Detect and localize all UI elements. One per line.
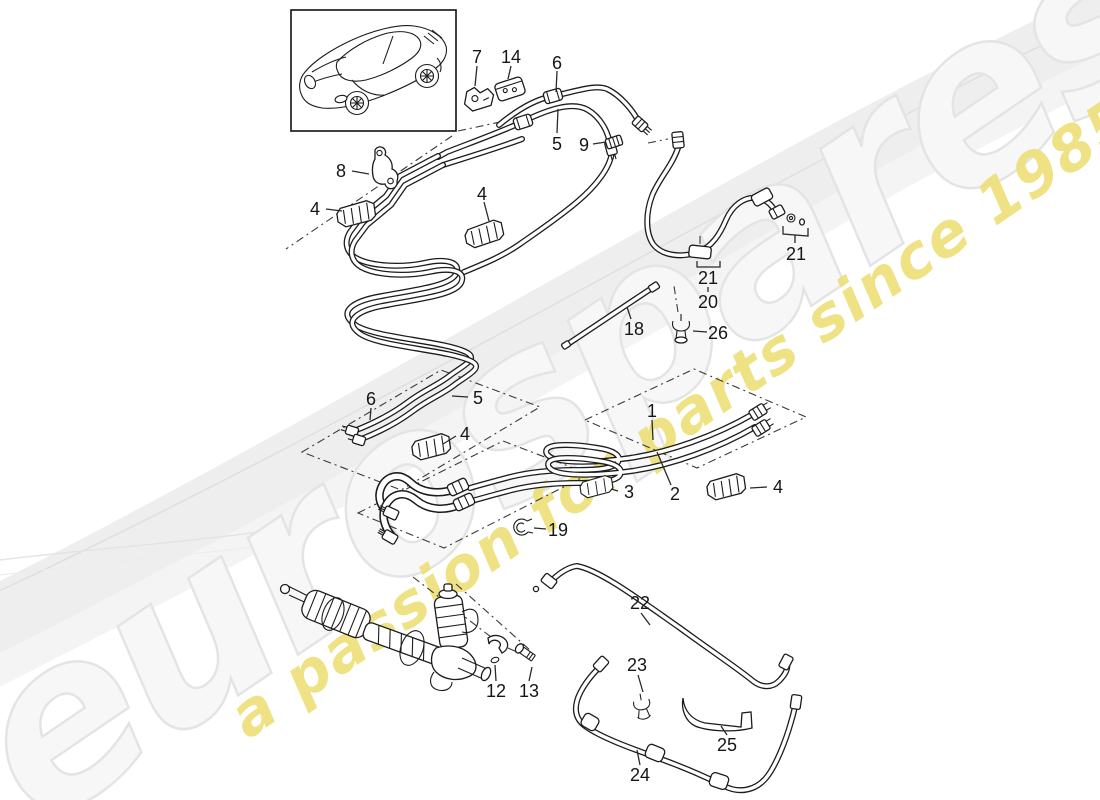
bracket-25 <box>681 697 753 732</box>
callout-label-4-6[interactable]: 4 <box>310 199 320 219</box>
car-thumbnail-box <box>290 9 457 132</box>
callout-leaders <box>325 65 809 766</box>
dash-hose-to-fitting <box>647 138 669 144</box>
clip-23 <box>633 693 651 720</box>
small-parts <box>336 76 806 791</box>
clamp-4-left <box>336 200 377 228</box>
clamp-glyphs <box>336 200 747 501</box>
bracket-7 <box>463 86 495 112</box>
rack-housing <box>430 645 477 681</box>
callout-label-2-17[interactable]: 2 <box>670 484 680 504</box>
clip-19 <box>513 518 534 536</box>
clamp-12 <box>487 634 509 664</box>
callout-label-8-5[interactable]: 8 <box>336 161 346 181</box>
tie-rod-ball <box>279 583 291 595</box>
bracket-21-right <box>782 226 809 243</box>
callout-label-6-2[interactable]: 6 <box>552 53 562 73</box>
sleeve-glyphs <box>512 87 774 791</box>
dash-diagonal-left <box>285 135 453 250</box>
bolt-13 <box>514 643 536 662</box>
bracket-21-mid <box>696 261 721 292</box>
callout-label-5-14[interactable]: 5 <box>473 388 483 408</box>
callout-label-12-21[interactable]: 12 <box>486 681 506 701</box>
callout-label-22-23[interactable]: 22 <box>630 593 650 613</box>
callout-label-24-26[interactable]: 24 <box>630 765 650 785</box>
background-swoosh <box>0 0 1100 687</box>
bracket-8 <box>371 146 399 190</box>
callout-label-4-7[interactable]: 4 <box>477 184 487 204</box>
callout-label-4-15[interactable]: 4 <box>460 424 470 444</box>
clip-26 <box>671 314 691 344</box>
clamp-9 <box>604 134 624 150</box>
dash-12-to-13 <box>507 647 520 654</box>
steering-rack-assembly <box>279 583 536 692</box>
block-14 <box>494 76 526 102</box>
callout-label-20-10[interactable]: 20 <box>698 292 718 312</box>
callout-label-26-12[interactable]: 26 <box>708 323 728 343</box>
callout-label-25-25[interactable]: 25 <box>717 735 737 755</box>
callout-label-9-4[interactable]: 9 <box>579 135 589 155</box>
tube-1-serpentine-b <box>469 424 758 504</box>
washers-21 <box>786 213 806 226</box>
callout-label-18-11[interactable]: 18 <box>624 319 644 339</box>
clamp-4-mid-top <box>464 219 505 249</box>
callout-label-14-1[interactable]: 14 <box>501 47 521 67</box>
callout-label-19-20[interactable]: 19 <box>548 520 568 540</box>
tube-22-tip <box>532 585 540 593</box>
clamp-3 <box>579 474 614 499</box>
tube-22 <box>546 563 791 690</box>
callout-label-6-13[interactable]: 6 <box>366 389 376 409</box>
callout-label-7-0[interactable]: 7 <box>472 47 482 67</box>
callout-label-5-3[interactable]: 5 <box>552 134 562 154</box>
callout-label-4-19[interactable]: 4 <box>773 477 783 497</box>
callout-label-13-22[interactable]: 13 <box>519 681 539 701</box>
clamp-4-mid <box>411 433 452 461</box>
callout-label-21-8[interactable]: 21 <box>786 244 806 264</box>
clamp-4-right <box>706 473 747 501</box>
dash-clip-26 <box>673 285 679 313</box>
callout-label-1-16[interactable]: 1 <box>647 401 657 421</box>
tube-bundle-b <box>348 162 480 443</box>
callout-label-21-9[interactable]: 21 <box>698 268 718 288</box>
dash-box-to-hose <box>457 121 501 132</box>
callout-label-3-18[interactable]: 3 <box>624 482 634 502</box>
porsche-911-coupe-icon <box>299 25 448 116</box>
callout-label-23-24[interactable]: 23 <box>627 655 647 675</box>
